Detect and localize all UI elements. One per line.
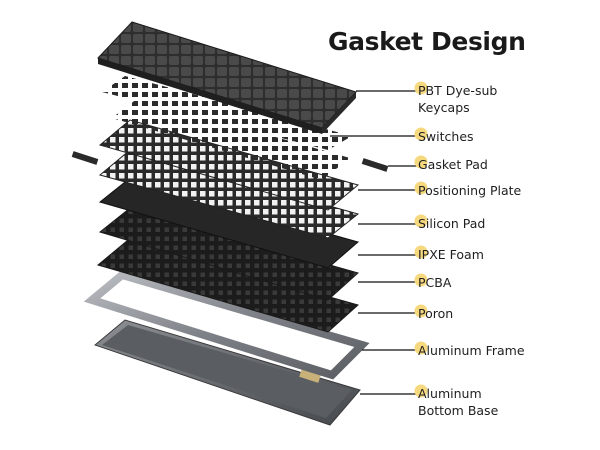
label-aluminum-bottom-base: Aluminum Bottom Base [418,385,498,419]
leader-lines [330,90,418,395]
label-poron: Poron [418,305,453,322]
switches-part [112,98,350,180]
label-positioning-plate: Positioning Plate [418,182,521,199]
aluminum-frame-part [83,270,370,380]
keycaps-part [97,21,357,134]
poron-part [96,239,360,333]
label-line: PBT Dye-sub [418,83,498,98]
label-line: Switches [418,129,474,144]
label-line: PCBA [418,275,452,290]
pcba-part [98,207,360,301]
label-line: Silicon Pad [418,216,486,231]
label-line: Aluminum Frame [418,343,525,358]
label-line: Keycaps [418,100,470,115]
positioning-plate-part [98,119,360,211]
label-aluminum-frame: Aluminum Frame [418,342,525,359]
label-line: Aluminum [418,386,482,401]
foam-part [98,177,360,269]
label-line: Poron [418,306,454,321]
label-gasket-pad: Gasket Pad [418,156,488,173]
label-keycaps: PBT Dye-sub Keycaps [418,82,497,116]
leader-dots [414,81,428,398]
gasket-pad-left [71,151,99,165]
label-ixpe-foam: IPXE Foam [418,246,484,263]
label-silicon-pad: Silicon Pad [418,215,485,232]
label-pcba: PCBA [418,274,451,291]
label-switches: Switches [418,128,474,145]
label-line: Gasket Pad [418,157,488,172]
label-line: Positioning Plate [418,183,522,198]
loose-keycaps [102,76,352,150]
label-line: IPXE Foam [418,247,484,262]
label-line: Bottom Base [418,403,499,418]
silicon-pad-part [98,149,360,239]
gasket-pad-right [361,158,389,172]
page-title: Gasket Design [328,27,526,56]
bottom-base-part [93,319,361,426]
